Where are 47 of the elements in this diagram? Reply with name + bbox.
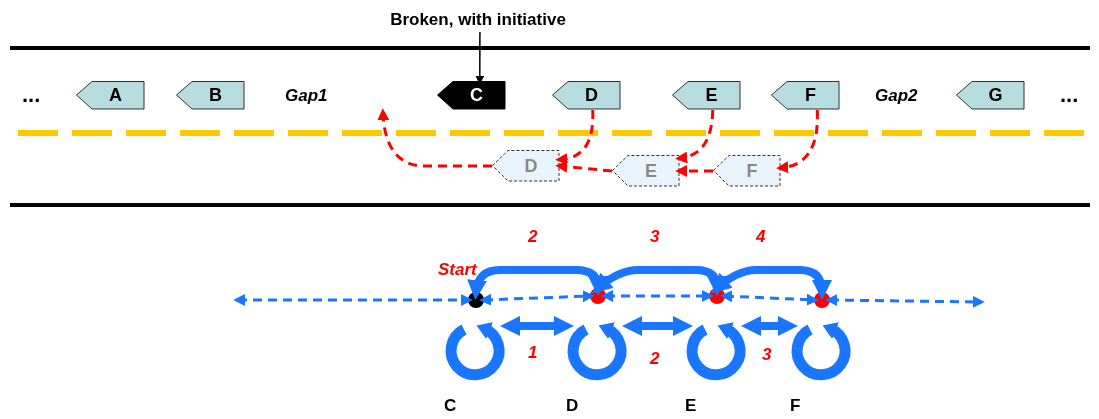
dashed-arrow-box: [612, 155, 680, 187]
node-label: F: [790, 396, 801, 415]
arrow-shaped-box: [771, 81, 840, 110]
arrow: [825, 294, 985, 308]
gap-label: Gap1: [285, 86, 328, 106]
gap-label: Gap2: [875, 86, 918, 106]
arrow: [776, 109, 819, 173]
arrow: [720, 290, 819, 306]
arrow-shaped-box: [956, 81, 1025, 110]
arrow: [710, 266, 832, 300]
arrow: [467, 266, 608, 300]
callout-text: Broken, with initiative: [358, 8, 598, 32]
box-label: E: [705, 85, 718, 106]
ellipsis-mark: ...: [22, 82, 41, 108]
dashed-arrow-box: [492, 150, 560, 182]
box-label: C: [470, 85, 483, 106]
arrow-shaped-box: [437, 81, 506, 110]
box-label: B: [209, 85, 222, 106]
arrow-shaped-box: [176, 81, 245, 110]
arrow: [479, 290, 595, 306]
arrow: [675, 165, 713, 177]
arrow: [500, 316, 574, 336]
node-label: E: [685, 396, 697, 415]
box-label: E: [645, 160, 657, 182]
arrow: [741, 316, 798, 336]
arrow-shaped-box: [76, 81, 145, 110]
arrow-shaped-box: [672, 81, 741, 110]
box-label: F: [805, 85, 816, 106]
dashed-arrow-box: [713, 155, 781, 187]
box-label: D: [585, 85, 598, 106]
box-label: D: [524, 155, 538, 177]
arrow: [675, 109, 715, 163]
box-label: G: [988, 85, 1003, 106]
arrow: [233, 294, 473, 306]
node-label: D: [566, 396, 579, 415]
box-label: A: [109, 85, 122, 106]
node-caption: Start: [438, 260, 477, 280]
arrow: [555, 109, 595, 165]
arrow: [601, 290, 714, 302]
node-label: C: [444, 396, 457, 415]
arrow: [555, 160, 613, 173]
arrow-shaped-box: [552, 81, 621, 110]
arrow: [622, 316, 693, 336]
box-label: F: [746, 160, 758, 182]
arrow: [591, 266, 727, 296]
arrow: [377, 108, 492, 168]
ellipsis-mark: ...: [1060, 82, 1079, 108]
